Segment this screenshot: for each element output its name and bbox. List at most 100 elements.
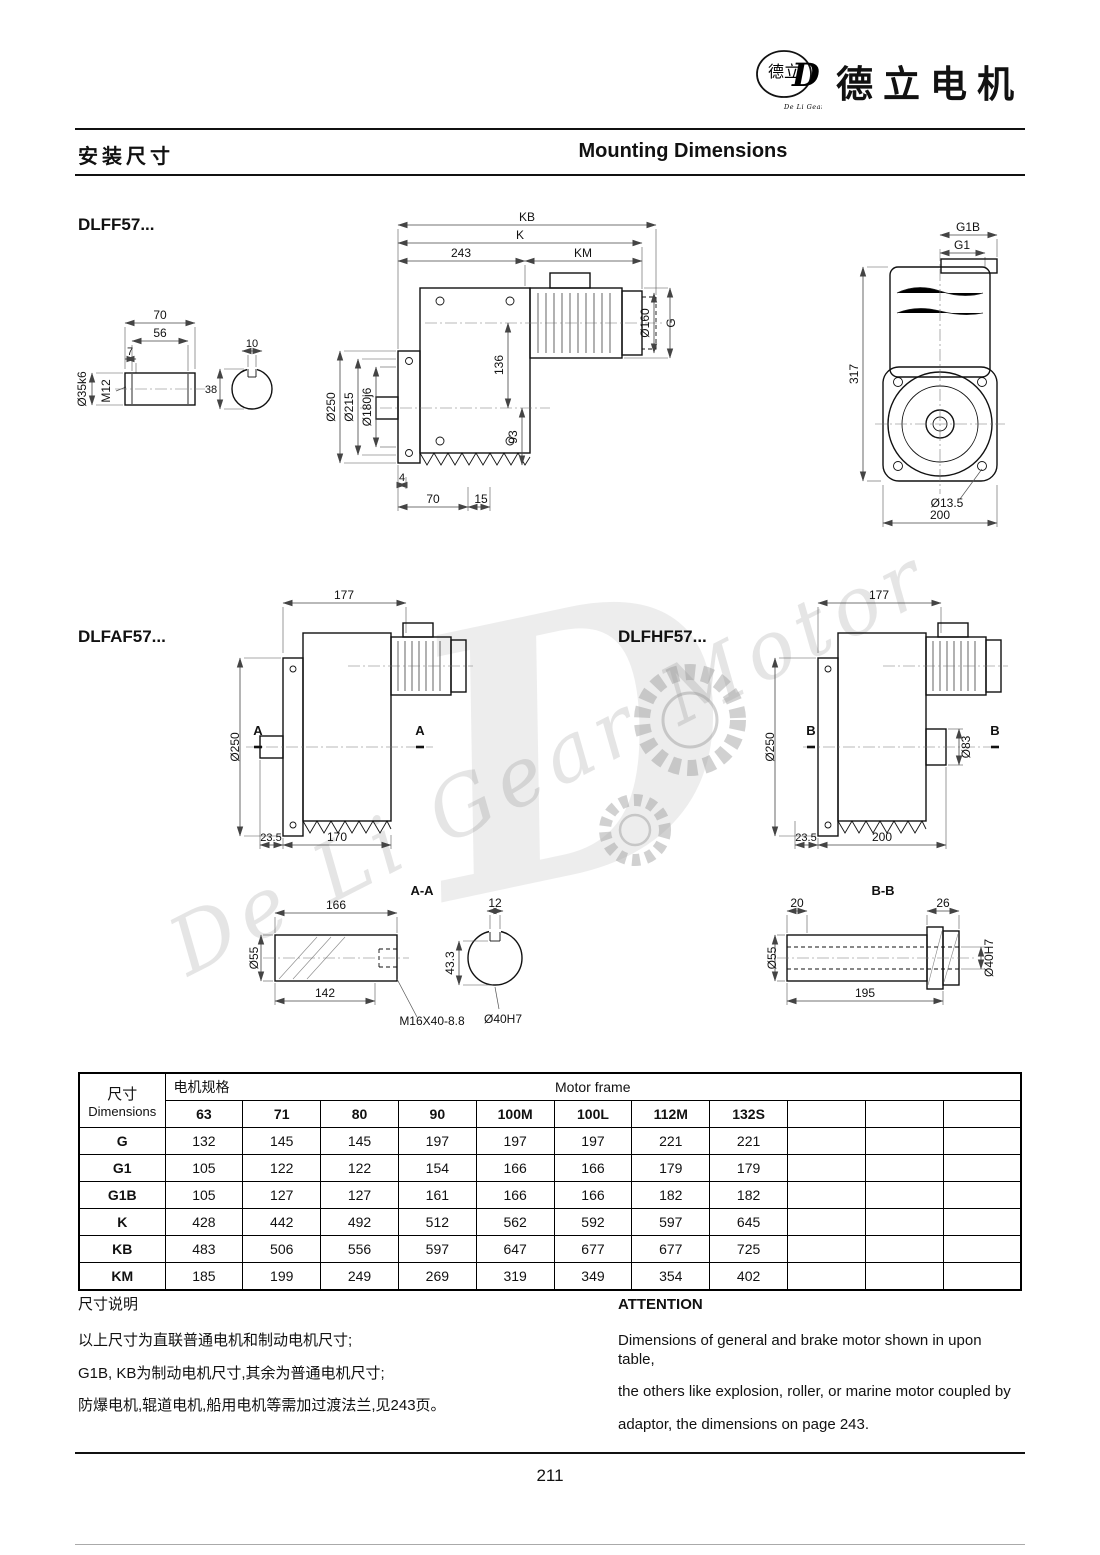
bottom-rule: [75, 1544, 1025, 1545]
notes-zh-line: 以上尺寸为直联普通电机和制动电机尺寸;: [78, 1331, 353, 1349]
section-bb-drawing: B-B 20 26 Ø55 195 Ø40H7: [765, 883, 996, 1005]
notes-zh: 尺寸说明 以上尺寸为直联普通电机和制动电机尺寸; G1B, KB为制动电机尺寸,…: [78, 1296, 618, 1449]
drawings-area: D De Li Gear Motor DLFF57... 70 56 7 M12: [0, 185, 1100, 1065]
dim-aa-43-3: 43.3: [443, 951, 457, 975]
dim-dia215: Ø215: [342, 392, 356, 422]
section-mark-b-right: B: [990, 723, 999, 738]
frame-132s: 132S: [709, 1100, 788, 1128]
dim-bb-dia55: Ø55: [765, 946, 779, 969]
dim-g1b: G1B: [956, 220, 980, 234]
frame-90: 90: [397, 1100, 477, 1128]
frame-100l: 100L: [553, 1100, 633, 1128]
dim-bb-20: 20: [790, 896, 804, 910]
notes-en-line: Dimensions of general and brake motor sh…: [618, 1331, 982, 1368]
frame-header-row: 63 71 80 90 100M 100L 112M 132S: [79, 1100, 1022, 1128]
dim-g: G: [664, 318, 678, 327]
dim-70b: 70: [426, 492, 440, 506]
dim-dia160: Ø160: [638, 308, 652, 338]
dim-aa-12: 12: [488, 896, 502, 910]
dim-317: 317: [847, 364, 861, 384]
dim-93: 93: [506, 430, 520, 444]
notes-section: 尺寸说明 以上尺寸为直联普通电机和制动电机尺寸; G1B, KB为制动电机尺寸,…: [78, 1296, 1022, 1449]
brand-logo: 德立 D De Li Gear Motor: [756, 50, 822, 111]
frame-empty-2: [864, 1100, 944, 1128]
section-mark-a-left: A: [253, 723, 263, 738]
dim-shaft-38: 38: [205, 384, 217, 396]
section-aa-label: A-A: [410, 883, 434, 898]
dim-hf-177: 177: [869, 588, 889, 602]
dlff57-shaft-drawing: 70 56 7 M12 10 38 Ø35k6: [75, 308, 273, 410]
dimension-table: 尺寸 Dimensions 电机规格 Motor frame 63 71 80 …: [78, 1072, 1022, 1291]
dim-hf-200: 200: [872, 830, 892, 844]
frame-80: 80: [320, 1100, 399, 1128]
table-header-dimensions: 尺寸 Dimensions: [78, 1072, 166, 1128]
dim-bb-26: 26: [936, 896, 950, 910]
frame-63: 63: [164, 1100, 244, 1128]
logo-d-icon: D: [791, 56, 820, 94]
dim-dia250: Ø250: [324, 392, 338, 422]
dim-243: 243: [451, 246, 471, 260]
dim-aa-dia55: Ø55: [247, 946, 261, 969]
dlfhf57-drawing: 177 B B Ø83 Ø250: [763, 588, 1008, 849]
dim-shaft-7: 7: [127, 346, 133, 358]
page-title-en: Mounting Dimensions: [578, 140, 788, 162]
notes-zh-line: G1B, KB为制动电机尺寸,其余为普通电机尺寸;: [78, 1364, 385, 1382]
dim-shaft-70: 70: [153, 308, 167, 322]
dim-hf-dia250: Ø250: [763, 732, 777, 762]
dim-hf-dia83: Ø83: [959, 735, 973, 758]
dim-af-177: 177: [334, 588, 354, 602]
notes-zh-line: 防爆电机,辊道电机,船用电机等需加过渡法兰,见243页。: [78, 1397, 446, 1415]
title-bar: 安装尺寸 Mounting Dimensions: [75, 134, 1025, 172]
dim-af-23-5: 23.5: [260, 832, 281, 844]
footer-rule: [75, 1452, 1025, 1454]
frame-empty-3: [942, 1100, 1022, 1128]
dim-shaft-m12: M12: [99, 379, 113, 403]
notes-en-line: the others like explosion, roller, or ma…: [618, 1383, 1011, 1401]
logo-chars: 德立: [768, 63, 800, 81]
notes-en-title: ATTENTION: [618, 1296, 703, 1313]
dim-4: 4: [399, 472, 405, 484]
dim-k: K: [516, 228, 524, 242]
header-rule: [75, 128, 1025, 130]
frame-100m: 100M: [475, 1100, 555, 1128]
logo-ring-text: De Li Gear Motor: [783, 103, 822, 111]
gear-icon: [599, 664, 746, 866]
dim-g1: G1: [954, 238, 970, 252]
brand-header: 德立 D De Li Gear Motor 德立电机: [748, 46, 1024, 116]
dimension-table-wrap: 尺寸 Dimensions 电机规格 Motor frame 63 71 80 …: [78, 1072, 1022, 1291]
dim-aa-166: 166: [326, 898, 346, 912]
frame-112m: 112M: [631, 1100, 711, 1128]
section-bb-label: B-B: [871, 883, 894, 898]
dim-km: KM: [574, 246, 592, 260]
dim-af-170: 170: [327, 830, 347, 844]
dim-aa-m16: M16X40-8.8: [399, 1014, 465, 1028]
dim-136: 136: [492, 355, 506, 375]
section-mark-a-right: A: [415, 723, 425, 738]
dim-shaft-56: 56: [153, 326, 167, 340]
page-number: 211: [536, 1466, 564, 1485]
dim-bb-dia40h7: Ø40H7: [982, 939, 996, 977]
table-header-motor-frame: 电机规格 Motor frame: [164, 1072, 1022, 1101]
dim-hf-23-5: 23.5: [795, 832, 816, 844]
dim-dia180j6: Ø180j6: [360, 387, 374, 426]
dim-200: 200: [930, 508, 950, 522]
dim-shaft-10: 10: [246, 338, 258, 350]
dim-dia13-5: Ø13.5: [931, 496, 964, 510]
dlff57-front-drawing: KB K 243 KM: [324, 210, 678, 511]
dim-shaft-dia35k6: Ø35k6: [75, 371, 89, 407]
frame-71: 71: [242, 1100, 322, 1128]
dim-aa-142: 142: [315, 986, 335, 1000]
notes-en-line: adaptor, the dimensions on page 243.: [618, 1416, 870, 1433]
notes-zh-title: 尺寸说明: [78, 1296, 139, 1313]
section-mark-b-left: B: [806, 723, 815, 738]
drawing-label-dlff57: DLFF57...: [78, 215, 155, 234]
dim-bb-195: 195: [855, 986, 875, 1000]
brand-name: 德立电机: [836, 62, 1024, 106]
page-title-zh: 安装尺寸: [78, 146, 174, 168]
dim-kb: KB: [519, 210, 535, 224]
